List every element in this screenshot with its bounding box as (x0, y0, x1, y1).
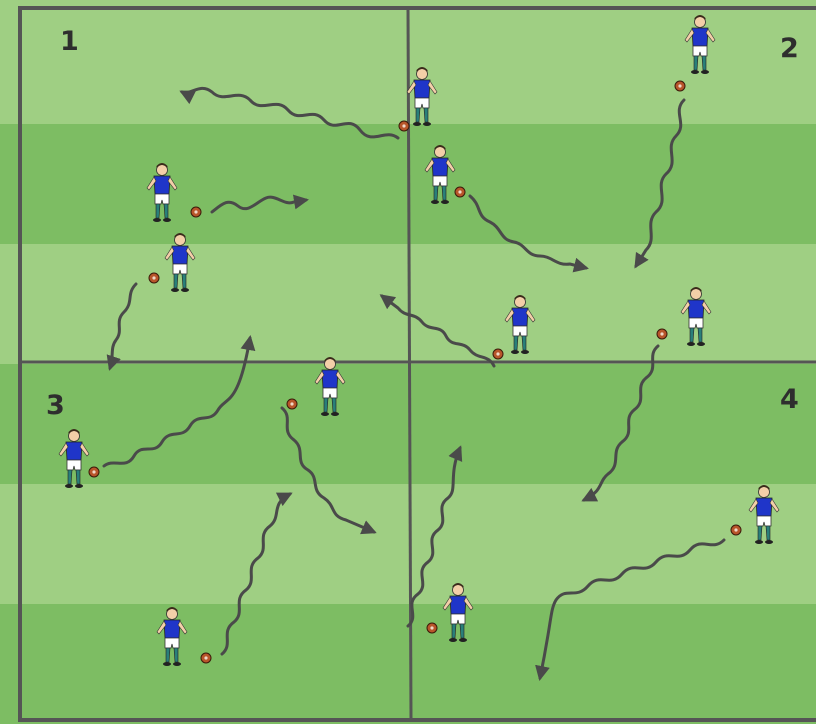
ball-icon (201, 653, 211, 663)
ball-icon (657, 329, 667, 339)
ball-icon (149, 273, 159, 283)
zone-label-1: 1 (60, 26, 79, 57)
ball-icon (493, 349, 503, 359)
zone-label-2: 2 (780, 33, 799, 64)
ball-icon (287, 399, 297, 409)
zone-label-3: 3 (46, 390, 65, 421)
ball-icon (675, 81, 685, 91)
ball-icon (455, 187, 465, 197)
zone-label-4: 4 (780, 384, 799, 415)
ball-icon (731, 525, 741, 535)
ball-icon (89, 467, 99, 477)
ball-icon (427, 623, 437, 633)
ball-icon (191, 207, 201, 217)
ball-icon (399, 121, 409, 131)
